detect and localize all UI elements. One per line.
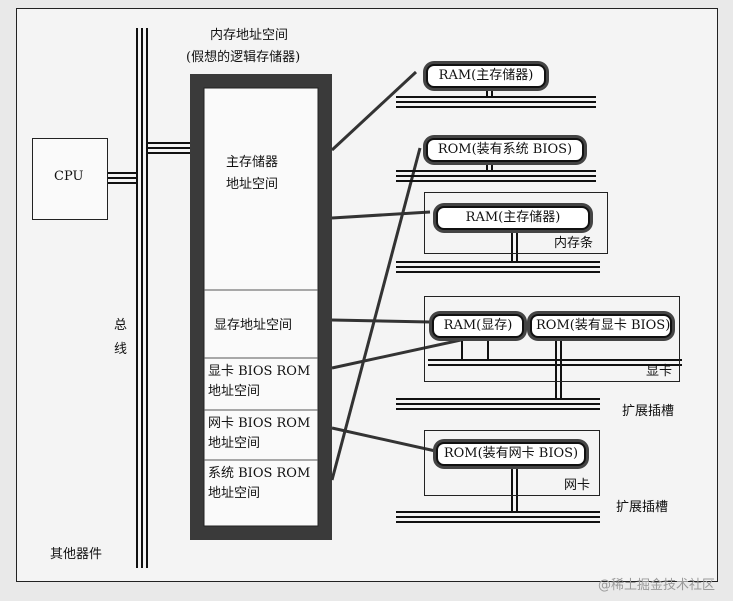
vga-card-label: 显卡 xyxy=(646,364,673,379)
device-rails xyxy=(396,96,600,523)
nic-card xyxy=(424,430,600,496)
rom-system-bios-chip: ROM(装有系统 BIOS) xyxy=(426,138,584,162)
main-memory-region-label: 主存储器 xyxy=(226,155,279,170)
nic-card-label: 网卡 xyxy=(564,478,591,493)
cpu-label: CPU xyxy=(54,169,84,184)
main-memory-region-label: 地址空间 xyxy=(226,177,279,192)
vga-card xyxy=(424,296,680,382)
ram-main-chip: RAM(主存储器) xyxy=(426,64,546,88)
mapping-lines xyxy=(330,70,531,481)
vga-bios-region-label: 显卡 BIOS ROM xyxy=(208,364,311,379)
cpu-bus-link xyxy=(108,172,137,184)
bus-label: 总 xyxy=(114,318,128,333)
other-devices-label: 其他器件 xyxy=(50,547,103,562)
ram-module-card xyxy=(424,192,608,254)
sys-bios-region-label: 地址空间 xyxy=(208,486,261,501)
ram-module-label: 内存条 xyxy=(554,236,594,251)
bus-label: 线 xyxy=(114,342,128,357)
bus-memory-link xyxy=(147,142,190,154)
system-bus xyxy=(136,28,148,568)
rom-nic-bios-chip: ROM(装有网卡 BIOS) xyxy=(436,442,586,466)
ram-vram-chip: RAM(显存) xyxy=(432,314,524,338)
cpu-box xyxy=(32,138,108,220)
vga-bios-region-label: 地址空间 xyxy=(208,384,261,399)
nic-slot-label: 扩展插槽 xyxy=(616,500,669,515)
memory-space-title: 内存地址空间 xyxy=(210,28,289,43)
vga-slot-label: 扩展插槽 xyxy=(622,404,675,419)
rom-vga-bios-chip: ROM(装有显卡 BIOS) xyxy=(530,314,672,338)
watermark: @稀土掘金技术社区 xyxy=(597,578,715,593)
memory-space-subtitle: (假想的逻辑存储器) xyxy=(186,50,301,65)
nic-bios-region-label: 地址空间 xyxy=(208,436,261,451)
sys-bios-region-label: 系统 BIOS ROM xyxy=(208,466,311,481)
diagram-frame xyxy=(16,8,718,582)
nic-bios-region-label: 网卡 BIOS ROM xyxy=(208,416,311,431)
ram-module-chip: RAM(主存储器) xyxy=(436,206,590,230)
vram-region-label: 显存地址空间 xyxy=(214,318,293,333)
